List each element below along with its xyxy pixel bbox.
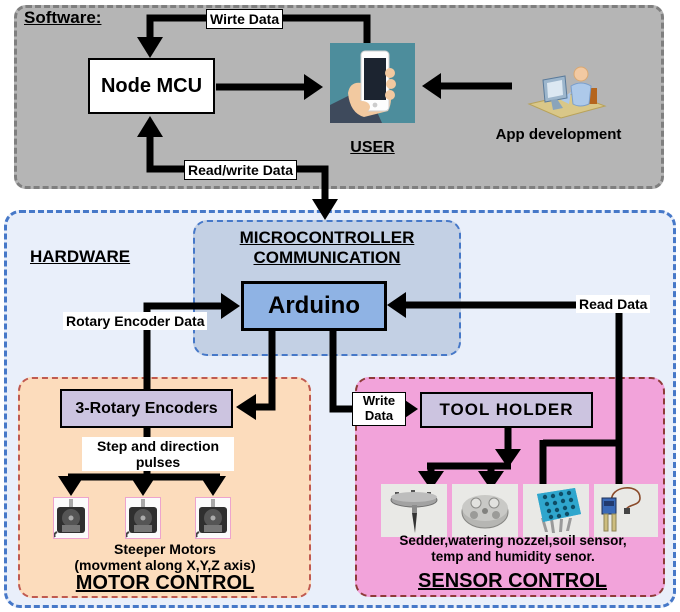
seeder-tool-icon: [381, 484, 447, 537]
node-mcu-box: Node MCU: [88, 58, 215, 114]
read-data-label: Read Data: [576, 295, 651, 314]
motor-control-title: MOTOR CONTROL: [75, 572, 255, 594]
hardware-title: HARDWARE: [30, 247, 131, 266]
read-write-data-label: Read/write Data: [184, 160, 298, 181]
stepper-motors-caption-line2: (movment along X,Y,Z axis): [74, 557, 256, 574]
temp-humidity-sensor-icon: [523, 484, 589, 537]
stepper-motors-caption: Steeper Motors (movment along X,Y,Z axis…: [20, 541, 310, 573]
microcontroller-communication-title: MICROCONTROLLER COMMUNICATION: [239, 228, 415, 267]
smartphone-in-hand-icon: [330, 43, 415, 123]
watering-nozzle-icon: [452, 484, 518, 537]
sensor-control-title: SENSOR CONTROL: [418, 570, 607, 592]
app-development-label: App development: [495, 126, 622, 143]
write-data-label: Write Data: [352, 392, 406, 426]
step-direction-pulses-label: Step and direction pulses: [82, 437, 234, 472]
soil-moisture-sensor-icon: [594, 484, 658, 537]
stepper-motor-icon: [125, 497, 161, 539]
rotary-encoders-box: 3-Rotary Encoders: [60, 389, 233, 428]
developer-at-computer-icon: [523, 64, 611, 122]
stepper-motor-icon: [195, 497, 231, 539]
sensor-caption: Sedder,watering nozzel,soil sensor, temp…: [399, 533, 627, 564]
stepper-motors-caption-line1: Steeper Motors: [114, 541, 216, 557]
rotary-encoder-data-label: Rotary Encoder Data: [63, 312, 208, 331]
arduino-box: Arduino: [241, 281, 387, 331]
wirte-data-label: Wirte Data: [206, 9, 284, 30]
software-title: Software:: [24, 8, 102, 27]
user-label: USER: [350, 139, 395, 156]
stepper-motor-icon: [53, 497, 89, 539]
tool-holder-box: TOOL HOLDER: [420, 392, 593, 428]
